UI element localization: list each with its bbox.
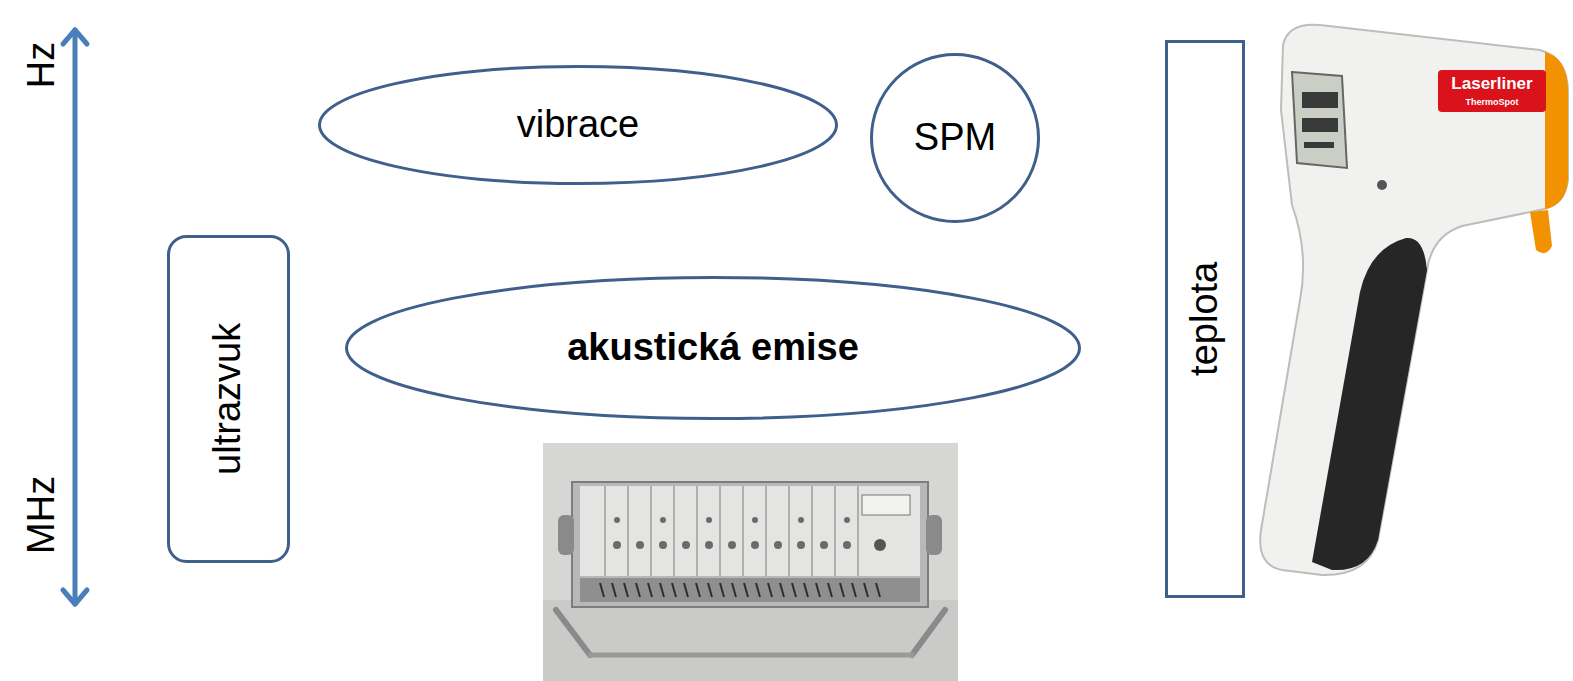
acoustic-emission-device [543,443,958,681]
brand-label: Laserliner [1451,75,1532,94]
label-box: Laserliner [1438,70,1546,98]
node-text: SPM [914,116,996,160]
node-text: vibrace [517,103,640,147]
outline-shape [320,67,837,184]
outline-shape [169,237,289,562]
label-box: Hz [17,20,67,110]
frequency-axis [63,30,87,604]
acoustic-emission-ellipse: akustická emise [345,276,1081,420]
outline-shape [347,278,1080,419]
ultrasound-box: ultrazvuk [167,235,290,563]
axis-label: Hz [21,42,63,88]
model-label: ThermoSpot [1466,98,1519,108]
axis-label: MHz [21,476,63,554]
outline-shape [872,55,1039,222]
outline-shape [1167,42,1244,597]
spm-circle: SPM [870,53,1040,223]
infrared-thermometer [1260,25,1568,575]
temperature-box: teplota [1165,40,1245,598]
label-box: ThermoSpot [1438,96,1546,110]
label-box: MHz [17,455,67,575]
vibration-ellipse: vibrace [318,65,838,185]
node-text: ultrazvuk [207,323,251,475]
node-text: akustická emise [567,326,859,370]
node-text: teplota [1183,262,1227,376]
